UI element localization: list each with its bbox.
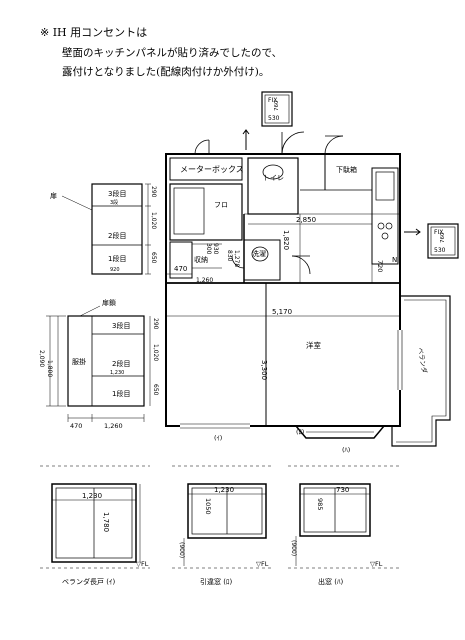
bath-label: フロ bbox=[214, 201, 228, 209]
closet-note-mid: 1,230 bbox=[110, 370, 124, 376]
window-elevation-3 bbox=[295, 483, 371, 566]
closet-top-label: 扉鎖 bbox=[102, 298, 116, 307]
note-line-1: ※ IH 用コンセントは bbox=[40, 26, 147, 39]
fix-right-w: 530 bbox=[434, 247, 446, 254]
shelf-top-dim-290: 290 bbox=[150, 186, 157, 198]
dim-kitchen-w: 2,850 bbox=[296, 216, 316, 224]
dim-1260-plan: 1,260 bbox=[196, 277, 213, 284]
dim-1278: 1,278 bbox=[233, 250, 240, 267]
closet-dim-1260: 1,260 bbox=[104, 422, 123, 430]
closet-shelf-2: 2段目 bbox=[112, 359, 130, 368]
closet-dim-470: 470 bbox=[70, 422, 82, 430]
closet-hanger-label: 服掛 bbox=[72, 357, 86, 366]
window-1-fl: ▽FL bbox=[136, 560, 149, 568]
closet-dim-1800: 1,800 bbox=[46, 360, 53, 377]
marker-ro: (ﾛ) bbox=[296, 428, 304, 436]
shelf-top-dim-650: 650 bbox=[150, 252, 157, 264]
toilet-label: トイレ bbox=[263, 174, 284, 182]
note-line-3: 露付けとなりました(配線肉付けか外付け)。 bbox=[62, 65, 269, 78]
closet-dim-2090: 2,090 bbox=[38, 350, 45, 367]
fix-right-h: 760 bbox=[440, 232, 446, 243]
closet-elevation bbox=[46, 305, 151, 422]
meter-box-label: メーターボックス bbox=[180, 165, 244, 174]
window-2-width: 1,230 bbox=[214, 486, 234, 494]
shelf-top-note-1: 920 bbox=[110, 267, 120, 273]
shelf-top-2: 2段目 bbox=[108, 231, 126, 240]
closet-shelf-3: 3段目 bbox=[112, 321, 130, 330]
window-3-height: 985 bbox=[316, 498, 324, 510]
window-2-sill: (900) bbox=[178, 542, 185, 558]
marker-a: (ｲ) bbox=[214, 434, 222, 442]
dim-930: 930 bbox=[212, 243, 219, 255]
window-3-caption: 出窓 (ﾊ) bbox=[318, 577, 343, 586]
fix-top-h: 760 bbox=[274, 100, 280, 111]
window-2-height: 1050 bbox=[204, 498, 212, 515]
closet-dim-1020: 1,020 bbox=[152, 344, 159, 361]
fix-top-w: 530 bbox=[268, 115, 280, 122]
dim-470-plan: 470 bbox=[174, 265, 187, 273]
window-elevation-1 bbox=[51, 483, 141, 563]
handwritten-note: ※ IH 用コンセントは 壁面のキッチンパネルが貼り済みでしたので、 露付けとな… bbox=[40, 26, 282, 78]
shelf-top-note-3: 3段 bbox=[110, 199, 118, 206]
closet-dim-290: 290 bbox=[152, 318, 159, 330]
fix-right-label: FIX bbox=[434, 229, 443, 236]
note-line-2: 壁面のキッチンパネルが貼り済みでしたので、 bbox=[62, 46, 282, 59]
dim-main-h: 3,300 bbox=[260, 360, 268, 380]
fix-window-top: FIX 760 530 bbox=[261, 91, 293, 127]
closet-shelf-1: 1段目 bbox=[112, 389, 130, 398]
fix-window-right: FIX 760 530 bbox=[427, 223, 459, 259]
storage-label: 収納 bbox=[194, 255, 208, 264]
balcony-label: ベランダ bbox=[416, 347, 429, 375]
window-3-width: 730 bbox=[336, 486, 349, 494]
dim-1820: 1,820 bbox=[282, 230, 290, 250]
shelf-top-door-label: 扉 bbox=[50, 191, 57, 200]
western-room-label: 洋室 bbox=[306, 340, 321, 350]
washroom-label: 洗濯 bbox=[252, 249, 266, 258]
closet-dim-650: 650 bbox=[152, 384, 159, 396]
floor-plan bbox=[165, 131, 451, 447]
shelf-top-3: 3段目 bbox=[108, 189, 126, 198]
shoe-cabinet-label: 下駄箱 bbox=[336, 165, 357, 174]
shelf-top-1: 1段目 bbox=[108, 254, 126, 263]
fix-top-label: FIX bbox=[268, 97, 277, 104]
window-3-fl: ▽FL bbox=[370, 560, 383, 568]
shelf-top-dim-1020: 1,020 bbox=[150, 212, 157, 229]
plan-labels: メーターボックス トイレ フロ 下駄箱 収納 洗濯 洋室 ベランダ 2,850 … bbox=[174, 165, 429, 454]
dim-main-w: 5,170 bbox=[272, 308, 292, 316]
dim-830: 830 bbox=[226, 250, 233, 262]
window-1-height: 1,780 bbox=[102, 512, 110, 532]
window-2-caption: 引違窓 (ﾛ) bbox=[200, 577, 232, 586]
marker-ha: (ﾊ) bbox=[342, 446, 350, 454]
window-2-fl: ▽FL bbox=[256, 560, 269, 568]
window-1-caption: ベランダ長戸 (ｲ) bbox=[62, 577, 115, 586]
window-3-sill: (900) bbox=[290, 540, 297, 556]
dim-300: 300 bbox=[205, 243, 212, 255]
window-1-width: 1,230 bbox=[82, 492, 102, 500]
shelf-elevation-top bbox=[61, 183, 151, 275]
window-elevation-2 bbox=[183, 483, 267, 566]
north-mark: N bbox=[392, 256, 397, 264]
dim-720: 720 bbox=[376, 260, 384, 272]
